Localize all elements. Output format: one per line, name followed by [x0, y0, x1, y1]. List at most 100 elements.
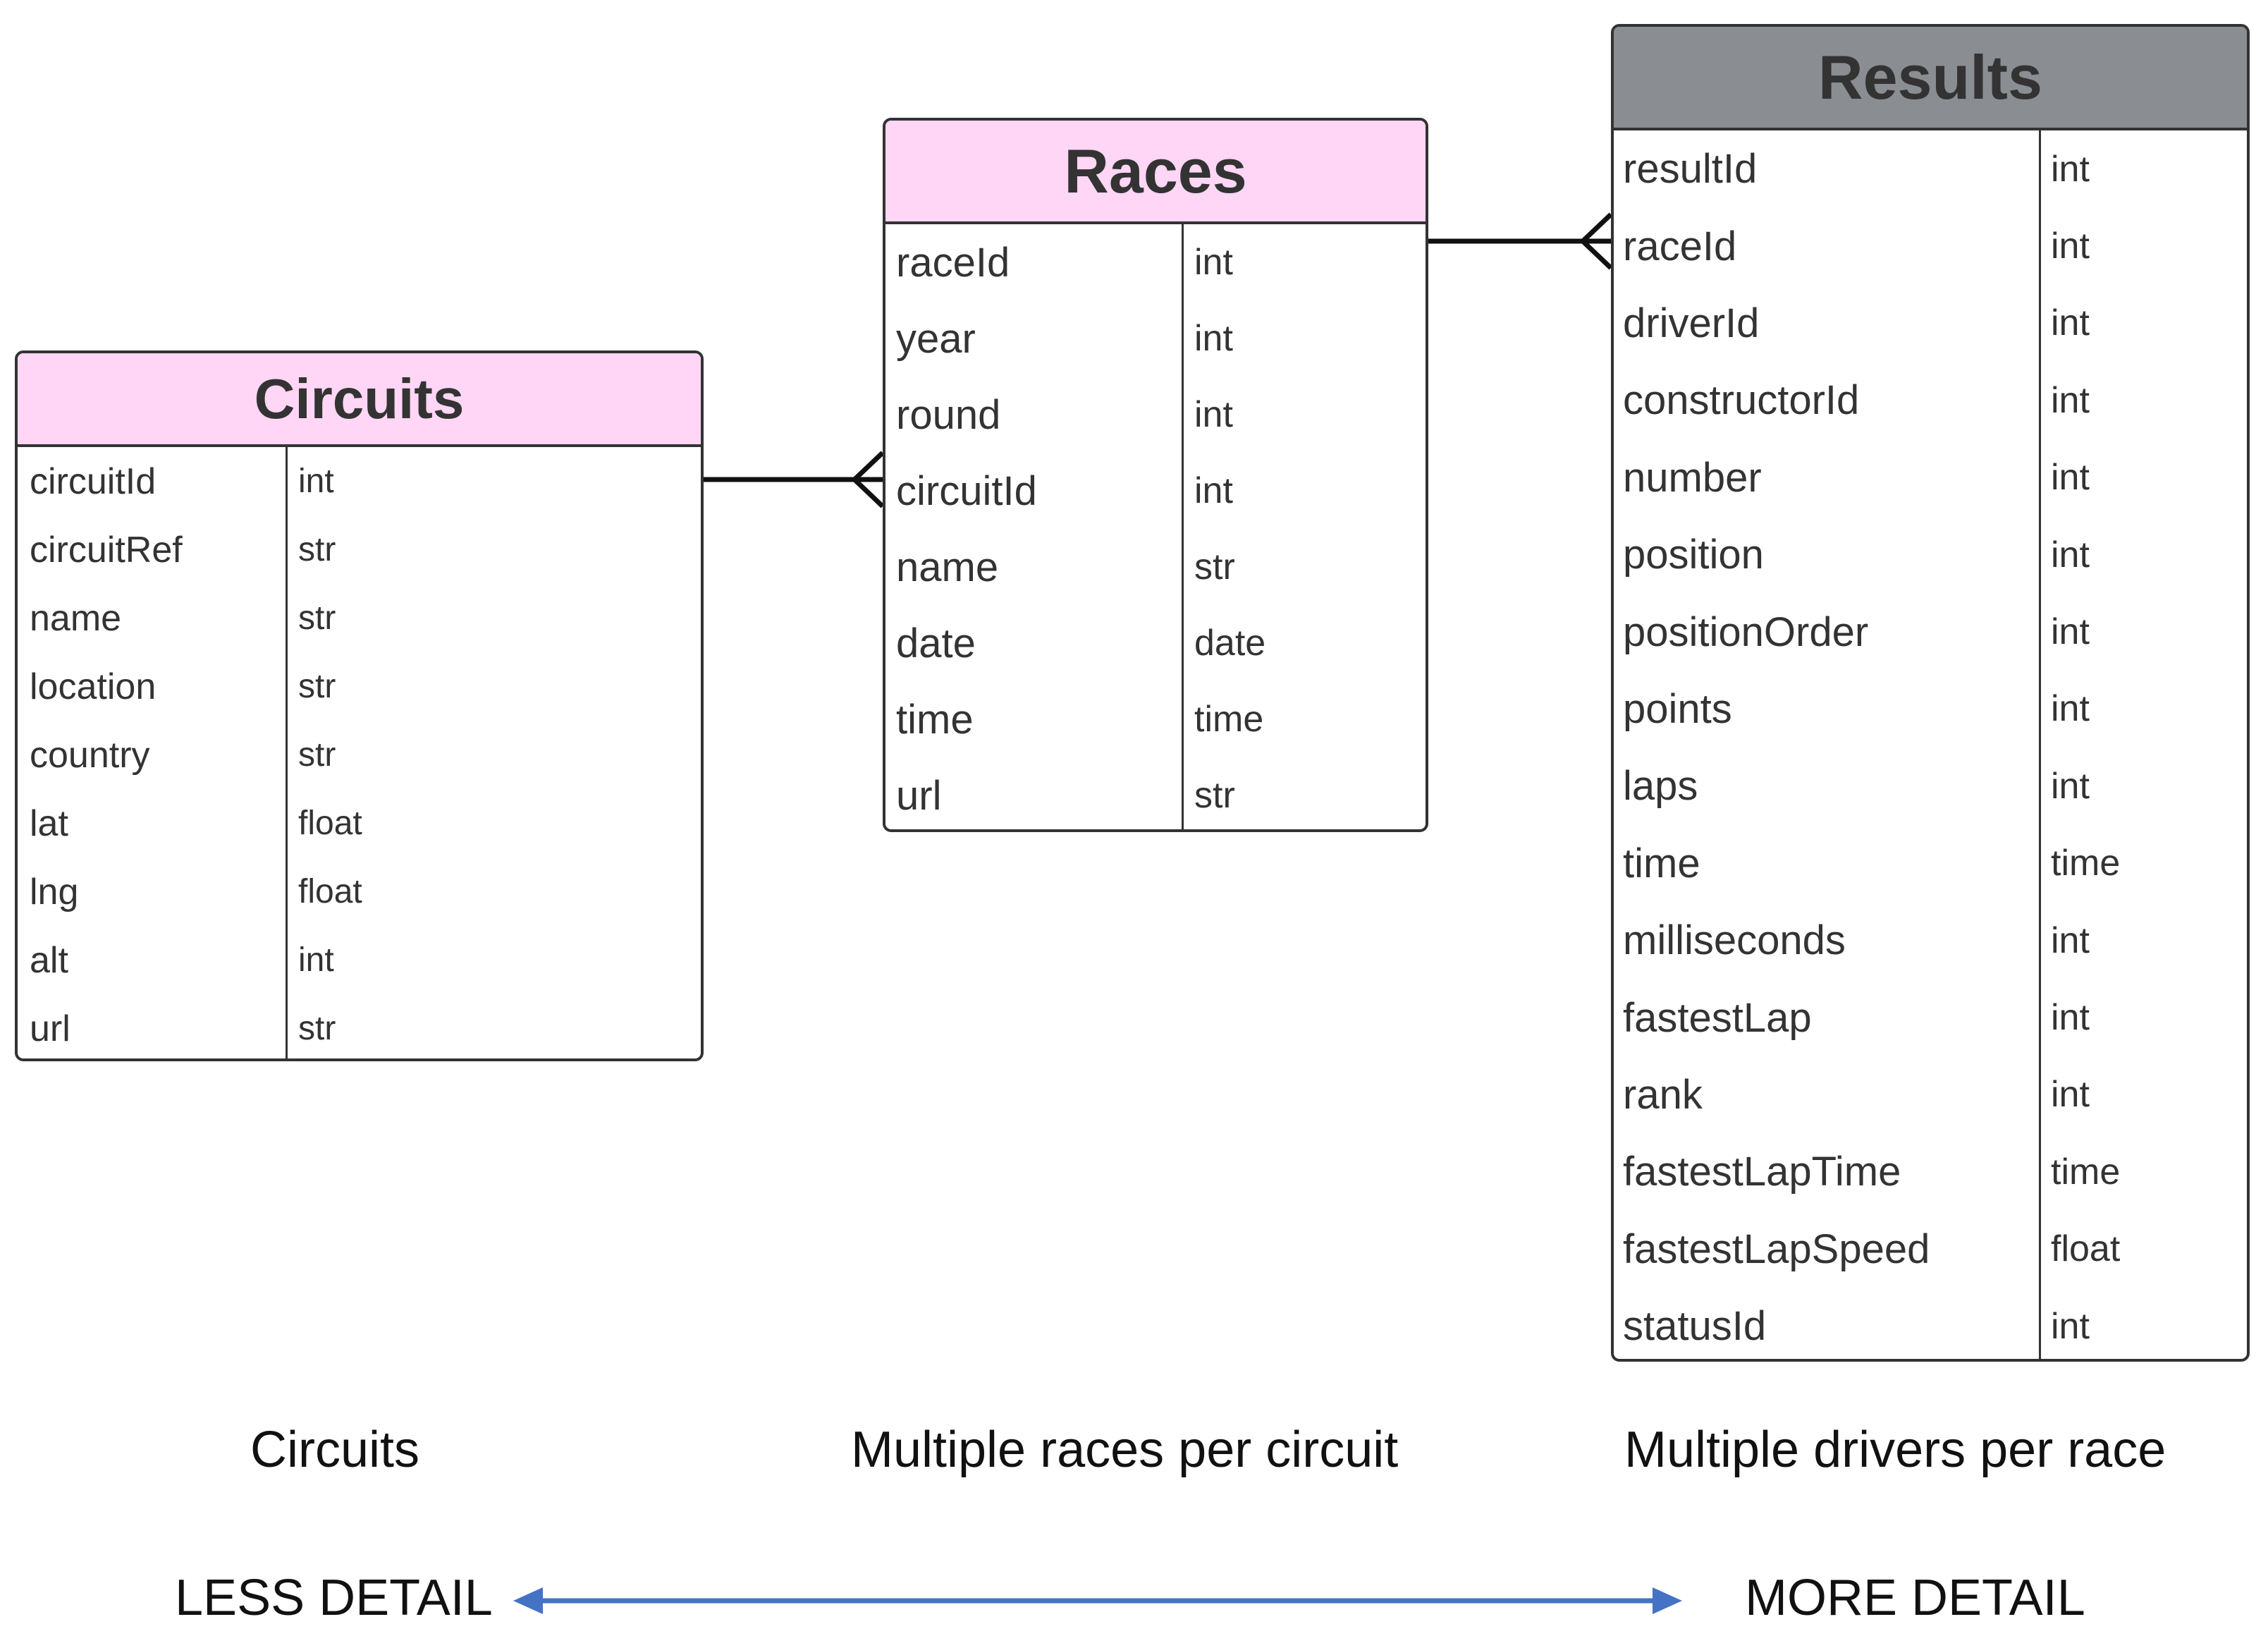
label-more-detail: MORE DETAIL [1745, 1570, 2085, 1626]
field-name: url [30, 1008, 71, 1049]
field-type: int [1194, 242, 1233, 283]
field-row: lat float [18, 789, 701, 857]
detail-arrow-head-right [1653, 1587, 1682, 1614]
field-type: int [1194, 470, 1233, 511]
field-row: fastestLapTime time [1614, 1133, 2247, 1210]
field-type: int [2051, 148, 2090, 190]
field-name: laps [1623, 763, 1698, 810]
field-name: number [1623, 454, 1762, 501]
field-name: year [896, 315, 976, 362]
field-type: str [298, 531, 336, 568]
field-row: name str [18, 584, 701, 652]
field-name: statusId [1623, 1303, 1767, 1350]
field-row: year int [885, 300, 1426, 377]
field-type: int [2051, 457, 2090, 499]
field-name: position [1623, 532, 1764, 578]
field-row: laps int [1614, 747, 2247, 824]
field-type: float [298, 805, 362, 842]
detail-arrow-head-left [513, 1587, 543, 1614]
caption-races: Multiple races per circuit [851, 1422, 1399, 1478]
field-name: round [896, 391, 1001, 438]
field-type: float [298, 873, 362, 910]
field-type: int [1194, 318, 1233, 359]
field-name: fastestLap [1623, 994, 1812, 1041]
field-type: int [2051, 534, 2090, 575]
field-row: fastestLap int [1614, 979, 2247, 1056]
field-row: circuitRef str [18, 515, 701, 584]
field-type: int [298, 941, 334, 979]
field-name: driverId [1623, 300, 1760, 346]
field-row: driverId int [1614, 285, 2247, 362]
field-name: circuitRef [30, 529, 183, 570]
field-name: time [896, 696, 974, 743]
field-type: str [298, 736, 336, 774]
field-name: country [30, 734, 150, 776]
caption-circuits: Circuits [250, 1422, 420, 1478]
crows-foot-results [1579, 212, 1613, 270]
field-type: str [1194, 775, 1235, 816]
field-name: fastestLapSpeed [1623, 1226, 1930, 1272]
field-name: constructorId [1623, 377, 1860, 424]
field-type: str [298, 1010, 336, 1047]
field-name: raceId [1623, 223, 1737, 269]
field-name: name [30, 597, 122, 639]
field-name: resultId [1623, 146, 1758, 193]
field-row: date date [885, 605, 1426, 681]
field-name: location [30, 666, 157, 707]
field-row: statusId int [1614, 1288, 2247, 1359]
field-type: str [298, 599, 336, 637]
crows-foot-races [850, 451, 885, 508]
field-type: int [2051, 611, 2090, 653]
field-name: positionOrder [1623, 609, 1869, 655]
field-type: int [2051, 688, 2090, 730]
field-row: url str [18, 994, 701, 1058]
field-type: int [2051, 1074, 2090, 1116]
field-row: positionOrder int [1614, 593, 2247, 670]
field-name: circuitId [896, 468, 1037, 514]
entity-title: Circuits [18, 353, 701, 447]
field-name: lng [30, 871, 79, 912]
entity-title: Results [1614, 27, 2247, 130]
field-type: int [2051, 765, 2090, 807]
field-type: int [298, 463, 334, 500]
field-type: int [2051, 997, 2090, 1039]
caption-results: Multiple drivers per race [1624, 1422, 2166, 1478]
field-row: alt int [18, 926, 701, 994]
field-name: points [1623, 685, 1732, 732]
field-type: int [2051, 1305, 2090, 1347]
field-row: points int [1614, 671, 2247, 747]
field-type: int [2051, 379, 2090, 421]
field-name: alt [30, 939, 68, 981]
field-type: time [2051, 1151, 2121, 1192]
field-name: lat [30, 802, 68, 844]
field-row: number int [1614, 439, 2247, 516]
field-row: country str [18, 721, 701, 789]
field-row: resultId int [1614, 130, 2247, 207]
column-divider [286, 447, 288, 1058]
field-name: date [896, 620, 976, 666]
field-row: constructorId int [1614, 362, 2247, 439]
field-type: int [2051, 303, 2090, 344]
field-type: time [1194, 699, 1264, 740]
field-row: fastestLapSpeed float [1614, 1211, 2247, 1288]
field-name: fastestLapTime [1623, 1149, 1901, 1195]
field-type: float [2051, 1228, 2121, 1270]
field-type: int [2051, 226, 2090, 267]
entity-title: Races [885, 121, 1426, 224]
field-type: time [2051, 843, 2121, 884]
column-divider [2039, 130, 2041, 1359]
field-row: position int [1614, 516, 2247, 593]
field-type: date [1194, 623, 1266, 664]
